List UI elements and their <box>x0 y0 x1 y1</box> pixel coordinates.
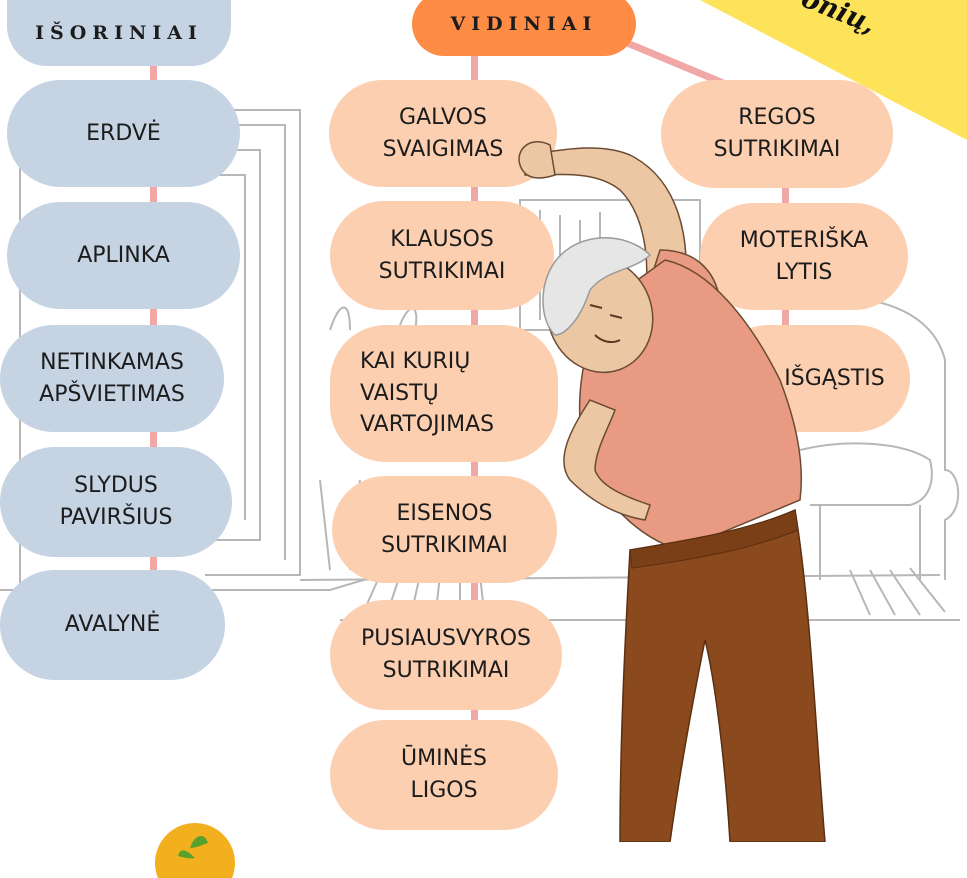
external-item-apsvietimas: NETINKAMAS APŠVIETIMAS <box>0 325 224 432</box>
external-item-aplinka: APLINKA <box>7 202 240 309</box>
external-item-avalyne: AVALYNĖ <box>0 570 225 680</box>
external-item-pavirsius: SLYDUS PAVIRŠIUS <box>0 447 232 557</box>
internal-header: VIDINIAI <box>412 0 636 56</box>
external-item-erdve: ERDVĖ <box>7 80 240 187</box>
exercising-elderly-man-illustration <box>430 120 850 842</box>
leaf-logo-icon <box>150 818 240 878</box>
external-header: IŠORINIAI <box>7 0 231 66</box>
